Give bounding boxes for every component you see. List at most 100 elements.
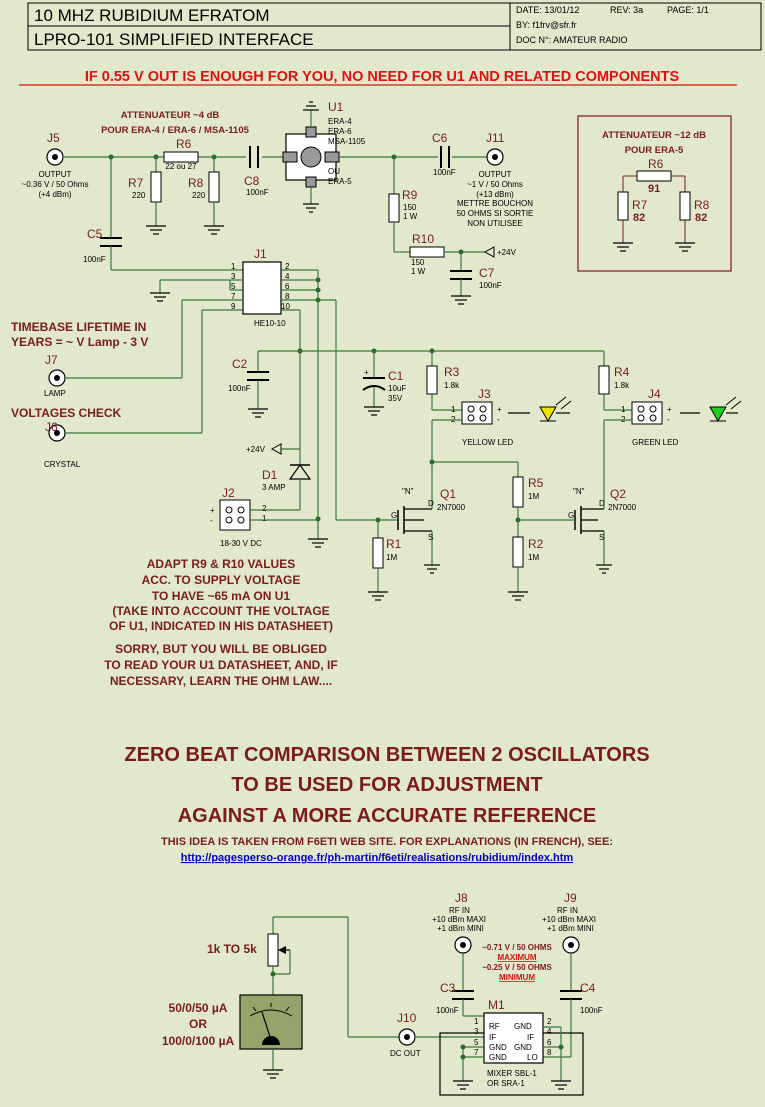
title-line2: LPRO-101 SIMPLIFIED INTERFACE	[34, 30, 314, 49]
note-ohm-law: SORRY, BUT YOU WILL BE OBLIGED TO READ Y…	[104, 642, 337, 688]
connector-j7: J7 LAMP	[44, 353, 66, 398]
j11-l3: (+13 dBm)	[476, 190, 514, 199]
timebase-line2: YEARS = ~ V Lamp - 3 V	[11, 335, 148, 349]
r2-ref: R2	[528, 537, 544, 551]
q2-n: "N"	[573, 487, 585, 496]
att12-r8-val: 82	[695, 212, 707, 224]
j8-ref: J8	[455, 891, 468, 905]
r6-ref: R6	[176, 137, 192, 151]
title-page: PAGE: 1/1	[667, 5, 709, 15]
header-j1: J1 HE10-10 1 3 5 7 9 2 4 6 8 10	[231, 247, 290, 328]
m1-part2: OR SRA-1	[487, 1079, 525, 1088]
j5-l3: (+4 dBm)	[38, 190, 71, 199]
c8-val: 100nF	[246, 188, 269, 197]
j5-l1: OUTPUT	[39, 170, 72, 179]
q2-s: S	[599, 533, 604, 542]
att12-label1: ATTENUATEUR ~12 dB	[602, 130, 706, 141]
j9-l2: +10 dBm MAXI	[542, 915, 596, 924]
levels-l2: MAXIMUM	[497, 953, 536, 962]
r3-val: 1.8k	[444, 381, 460, 390]
j9-l1: RF IN	[557, 906, 578, 915]
j3-pin1: 1	[451, 405, 456, 414]
j1-pin5: 5	[231, 282, 236, 291]
j2-minus: -	[210, 516, 213, 525]
microammeter: 50/0/50 µA OR 100/0/100 µA	[162, 994, 303, 1079]
j4-minus: -	[667, 415, 670, 424]
c3-val: 100nF	[436, 1006, 459, 1015]
heading-line3: AGAINST A MORE ACCURATE REFERENCE	[178, 805, 597, 827]
connector-j4: J4 1 2 + - GREEN LED	[621, 387, 678, 447]
j4-label: GREEN LED	[632, 438, 678, 447]
c3-ref: C3	[440, 981, 456, 995]
m1-pin3: 3	[474, 1027, 479, 1036]
j2-pin2: 2	[262, 504, 267, 513]
c5-val: 100nF	[83, 255, 106, 264]
capacitor-c4: C4 100nF	[543, 953, 603, 1058]
timebase-line1: TIMEBASE LIFETIME IN	[11, 320, 146, 334]
r9-v1: 150	[403, 203, 417, 212]
c1-v1: 10uF	[388, 384, 406, 393]
c8-ref: C8	[244, 174, 260, 188]
r3-ref: R3	[444, 365, 460, 379]
r10-v1: 150	[411, 258, 425, 267]
source-url-link[interactable]: http://pagesperso-orange.fr/ph-martin/f6…	[181, 852, 574, 864]
j3-plus: +	[497, 405, 502, 414]
title-rev: REV: 3a	[610, 5, 643, 15]
j11-l5: 50 OHMS SI SORTIE	[457, 209, 534, 218]
c4-ref: C4	[580, 981, 596, 995]
title-block: 10 MHZ RUBIDIUM EFRATOM LPRO-101 SIMPLIF…	[27, 2, 762, 51]
q1-g: G	[391, 511, 397, 520]
note2-line2: TO READ YOUR U1 DATASHEET, AND, IF	[104, 658, 337, 672]
voltages-check-label: VOLTAGES CHECK	[11, 406, 122, 420]
capacitor-c5: C5 100nF	[83, 157, 243, 271]
note2-line1: SORRY, BUT YOU WILL BE OBLIGED	[115, 642, 327, 656]
m1-pin7: 7	[474, 1048, 479, 1057]
att12-r8-ref: R8	[694, 198, 710, 212]
q1-d: D	[428, 499, 434, 508]
title-by: BY: f1frv@sfr.fr	[516, 20, 577, 30]
connector-j9: J9 RF IN +10 dBm MAXI +1 dBm MINI	[542, 891, 596, 954]
r4-val: 1.8k	[614, 381, 630, 390]
meter-l2: OR	[189, 1017, 207, 1031]
m1-part1: MIXER SBL-1	[487, 1069, 537, 1078]
j11-l1: OUTPUT	[479, 170, 512, 179]
j7-label: LAMP	[44, 389, 66, 398]
capacitor-c7: C7 100nF	[450, 252, 502, 305]
j10-ref: J10	[397, 1011, 417, 1025]
capacitor-c8: C8 100nF	[244, 146, 269, 197]
j2-pin1: 1	[262, 514, 267, 523]
u1-l5: ERA-5	[328, 177, 352, 186]
r7-val: 220	[132, 191, 146, 200]
j11-l2: ~1 V / 50 Ohms	[467, 180, 523, 189]
connector-j2: J2 + - 2 1 18-30 V DC	[210, 486, 267, 548]
j8-l1: RF IN	[449, 906, 470, 915]
j1-pin2: 2	[285, 262, 290, 271]
amplifier-u1: U1 ERA-4 ERA-6 MSA-1105 OU ERA-5	[282, 100, 366, 213]
att12-r6-val: 91	[648, 183, 660, 195]
m1-gnd4: GND	[514, 1043, 532, 1052]
c4-val: 100nF	[580, 1006, 603, 1015]
note1-line4: (TAKE INTO ACCOUNT THE VOLTAGE	[112, 604, 329, 618]
u1-l2: ERA-6	[328, 127, 352, 136]
j1-pin6: 6	[285, 282, 290, 291]
c5-ref: C5	[87, 227, 103, 241]
c2-val: 100nF	[228, 384, 251, 393]
m1-lo: LO	[527, 1053, 538, 1062]
note1-line3: TO HAVE ~65 mA ON U1	[152, 589, 290, 603]
q1-val: 2N7000	[437, 503, 466, 512]
c1-plus: +	[364, 368, 369, 377]
j2-plus: +	[210, 506, 215, 515]
resistor-r5: R5 1M	[512, 462, 555, 537]
j5-l2: ~0.36 V / 50 Ohms	[22, 180, 89, 189]
capacitor-c1: + C1 10uF 35V	[362, 351, 406, 416]
att4-label1: ATTENUATEUR ~4 dB	[121, 110, 220, 121]
r6-val: 22 ou 27	[165, 162, 197, 171]
c1-ref: C1	[388, 369, 404, 383]
q2-val: 2N7000	[608, 503, 637, 512]
r7-ref: R7	[128, 176, 144, 190]
resistor-r9: R9 150 1 W	[388, 157, 418, 253]
connector-j8: J8 RF IN +10 dBm MAXI +1 dBm MINI	[432, 891, 486, 954]
j3-minus: -	[497, 415, 500, 424]
j1-pin7: 7	[231, 292, 236, 301]
